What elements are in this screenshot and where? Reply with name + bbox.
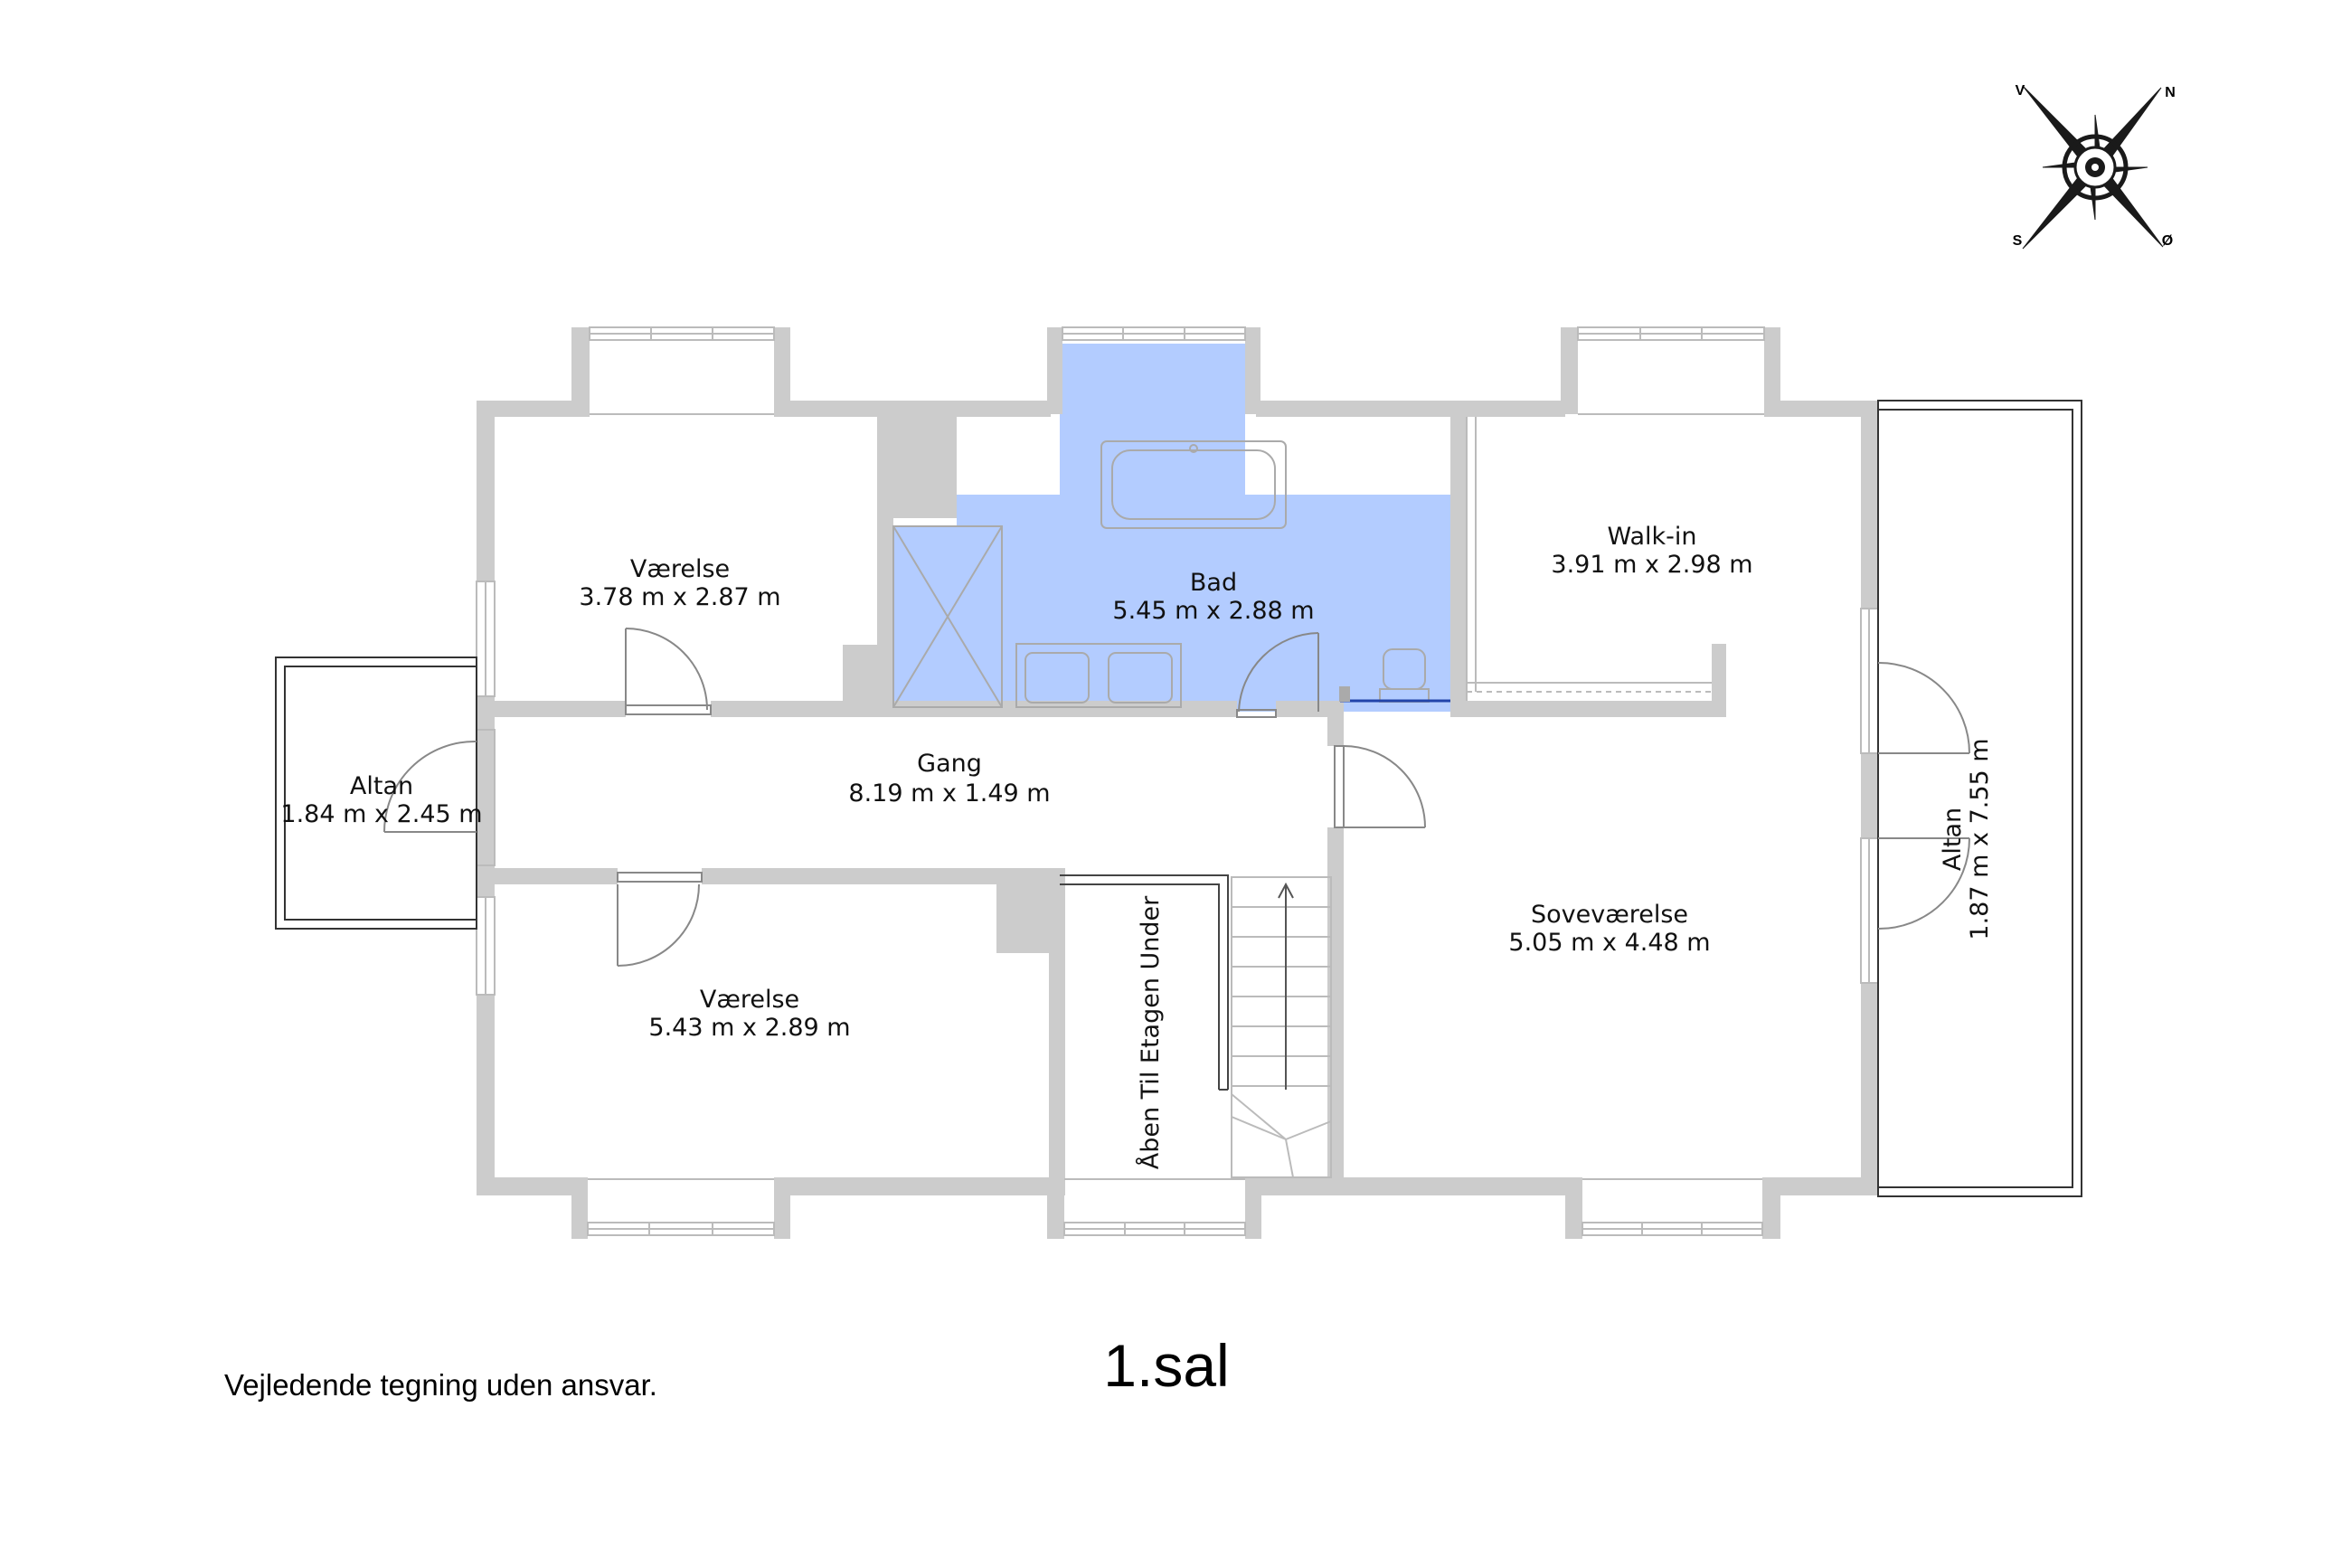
stair-opening-label: Åben Til Etagen Under	[1136, 895, 1165, 1169]
compass-west: V	[2016, 83, 2025, 99]
room-gang-size: 8.19 m x 1.49 m	[848, 779, 1050, 808]
room-vaerelse-2-name: Værelse	[700, 986, 799, 1014]
stair-opening-rail	[1060, 874, 1229, 1091]
room-bad-name: Bad	[1190, 569, 1237, 597]
room-bad-size: 5.45 m x 2.88 m	[1112, 597, 1314, 625]
room-altan-west-size: 1.84 m x 2.45 m	[280, 800, 482, 828]
balcony-east	[1877, 400, 2082, 1197]
compass-east: Ø	[2162, 233, 2173, 249]
room-vaerelse-1-size: 3.78 m x 2.87 m	[579, 583, 780, 611]
room-walk-in-name: Walk-in	[1607, 523, 1696, 551]
room-altan-east-name: Altan	[1939, 808, 1967, 871]
doors	[383, 628, 1970, 967]
room-sovevaerelse-name: Soveværelse	[1531, 901, 1688, 929]
room-walk-in-size: 3.91 m x 2.98 m	[1551, 551, 1752, 579]
windows-bottom	[587, 1178, 1763, 1236]
floor-title: 1.sal	[1103, 1332, 1229, 1399]
stair-direction-arrow	[1278, 882, 1294, 1090]
balcony-west	[275, 656, 477, 930]
windows-top	[589, 326, 1765, 415]
walk-in-shelving	[1466, 417, 1712, 701]
room-vaerelse-2-size: 5.43 m x 2.89 m	[648, 1014, 850, 1042]
room-altan-east-size: 1.87 m x 7.55 m	[1966, 738, 1994, 940]
compass-south: S	[2013, 233, 2023, 249]
room-vaerelse-1-name: Værelse	[630, 555, 730, 583]
bathroom-fill	[893, 344, 1450, 712]
room-sovevaerelse-size: 5.05 m x 4.48 m	[1508, 929, 1710, 957]
compass-rose-icon: N V S Ø	[2013, 83, 2176, 250]
walls	[477, 327, 1878, 1239]
room-gang-name: Gang	[917, 750, 982, 778]
disclaimer-text: Vejledende tegning uden ansvar.	[224, 1368, 657, 1402]
bathroom-fixtures	[892, 440, 1450, 708]
staircase	[1231, 876, 1332, 1178]
room-labels: Værelse 3.78 m x 2.87 m Bad 5.45 m x 2.8…	[280, 523, 1994, 1169]
compass-north: N	[2165, 85, 2176, 100]
room-altan-west-name: Altan	[350, 772, 413, 800]
